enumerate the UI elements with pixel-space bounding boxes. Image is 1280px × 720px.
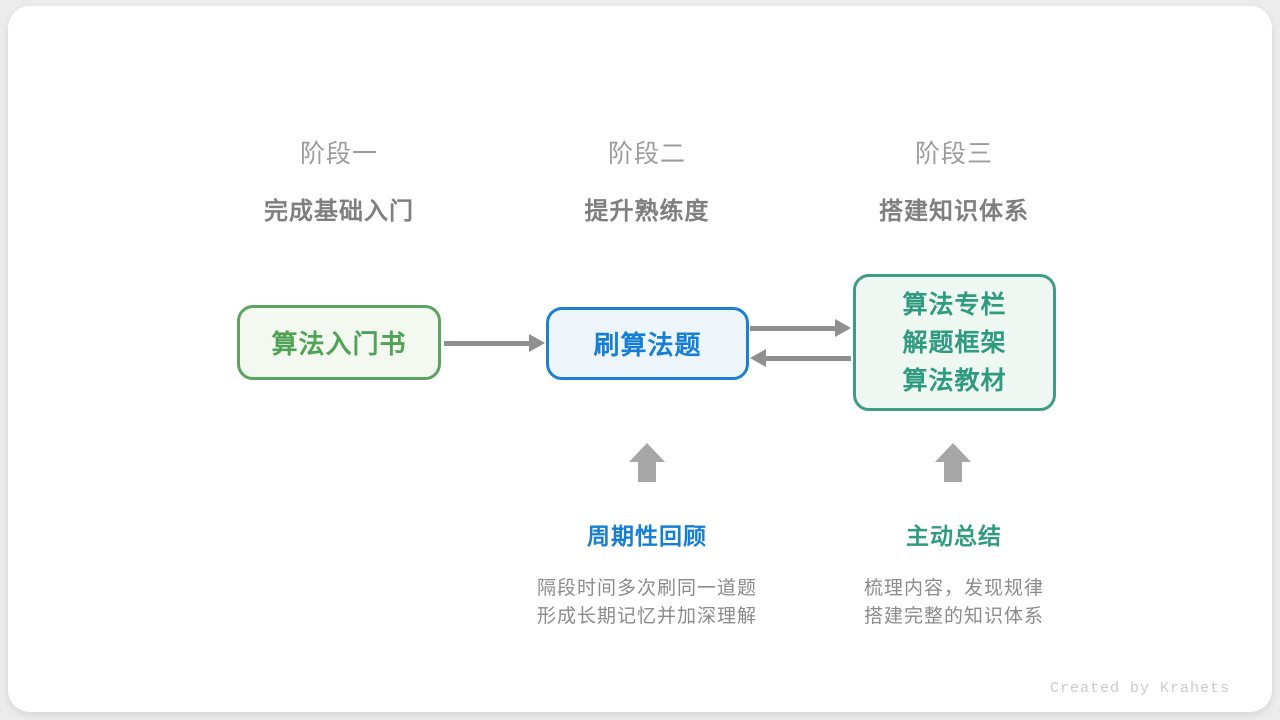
node-resources-line-1: 算法专栏: [902, 290, 1007, 319]
annotation-active-summary-title: 主动总结: [906, 523, 1002, 549]
node-intro-book: 算法入门书: [237, 305, 441, 380]
desc-line: 隔段时间多次刷同一道题: [536, 578, 757, 599]
arrow-shaft: [766, 356, 851, 361]
stage-2-subtitle: 提升熟练度: [584, 198, 710, 225]
up-arrow-head: [935, 443, 971, 462]
arrow-left-icon: [750, 349, 851, 367]
arrow-head: [750, 349, 766, 367]
node-advanced-resources: 算法专栏 解题框架 算法教材: [853, 274, 1056, 411]
desc-line: 形成长期记忆并加深理解: [536, 606, 757, 627]
annotation-periodic-review-desc: 隔段时间多次刷同一道题 形成长期记忆并加深理解: [467, 575, 827, 631]
up-arrow-icon: [935, 443, 971, 483]
annotation-active-summary-desc: 梳理内容，发现规律 搭建完整的知识体系: [774, 575, 1134, 631]
stage-3-label: 阶段三: [914, 140, 993, 168]
stage-2-label: 阶段二: [607, 140, 686, 168]
stage-1-subtitle: 完成基础入门: [264, 198, 414, 225]
up-arrow-stem: [944, 462, 962, 482]
node-intro-book-label: 算法入门书: [271, 329, 407, 359]
up-arrow-head: [629, 443, 665, 462]
annotation-periodic-review: 周期性回顾 隔段时间多次刷同一道题 形成长期记忆并加深理解: [467, 517, 827, 631]
up-arrow-icon: [629, 443, 665, 483]
node-practice-problems: 刷算法题: [546, 307, 749, 380]
stage-column-3: 阶段三 搭建知识体系: [794, 134, 1114, 226]
annotation-periodic-review-title: 周期性回顾: [587, 523, 707, 549]
desc-line: 梳理内容，发现规律: [863, 578, 1044, 599]
arrow-right-icon: [750, 319, 851, 337]
stage-1-label: 阶段一: [299, 140, 378, 168]
arrow-right-icon: [444, 334, 545, 352]
node-resources-line-3: 算法教材: [902, 366, 1007, 395]
stage-column-1: 阶段一 完成基础入门: [179, 134, 499, 226]
up-arrow-stem: [638, 462, 656, 482]
credit-text: Created by Krahets: [1049, 680, 1230, 697]
arrow-shaft: [444, 341, 530, 346]
node-resources-line-2: 解题框架: [902, 328, 1007, 357]
arrow-head: [835, 319, 851, 337]
arrow-shaft: [750, 326, 836, 331]
desc-line: 搭建完整的知识体系: [863, 606, 1044, 627]
diagram-card: 阶段一 完成基础入门 阶段二 提升熟练度 阶段三 搭建知识体系 算法入门书 刷算…: [8, 6, 1272, 712]
stage-column-2: 阶段二 提升熟练度: [487, 134, 807, 226]
node-practice-problems-label: 刷算法题: [593, 330, 702, 360]
stage-3-subtitle: 搭建知识体系: [879, 198, 1029, 225]
arrow-head: [529, 334, 545, 352]
annotation-active-summary: 主动总结 梳理内容，发现规律 搭建完整的知识体系: [774, 517, 1134, 631]
